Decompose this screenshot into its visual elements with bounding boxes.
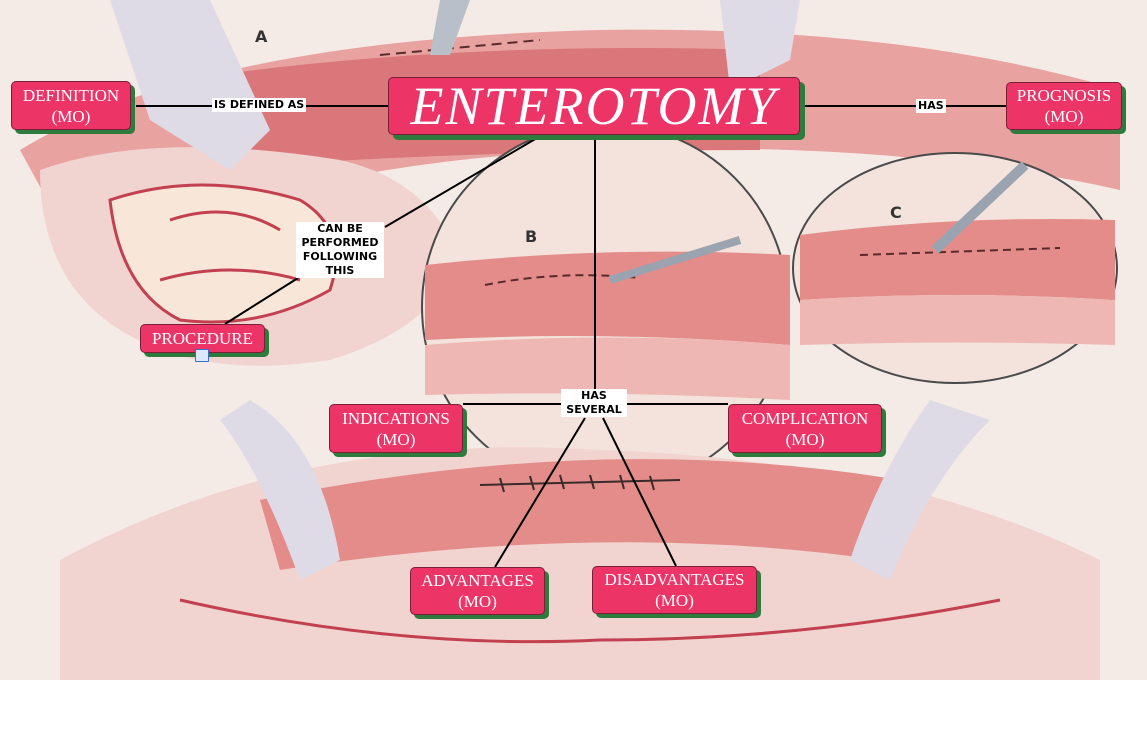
panel-label-b: B	[525, 227, 537, 246]
concept-advantages[interactable]: ADVANTAGES (MO)	[410, 567, 545, 615]
concept-procedure-label: PROCEDURE	[151, 329, 254, 348]
concept-complication-line2: (MO)	[785, 429, 825, 449]
concept-advantages-line1: ADVANTAGES	[421, 571, 534, 590]
concept-indications-line1: INDICATIONS	[342, 408, 450, 428]
line-main-can-be-performed	[384, 137, 538, 228]
concept-definition-line1: DEFINITION	[22, 85, 120, 105]
link-can-be-performed-following-this[interactable]: CAN BE PERFORMED FOLLOWING THIS	[296, 222, 384, 278]
link-has[interactable]: HAS	[916, 99, 946, 113]
concept-advantages-line2: (MO)	[458, 592, 497, 611]
concept-complication-line1: COMPLICATION	[741, 408, 869, 428]
link-can-be-performed-line4: THIS	[325, 264, 355, 277]
link-can-be-performed-line1: CAN BE	[317, 222, 363, 235]
link-has-several[interactable]: HAS SEVERAL	[561, 389, 627, 417]
link-has-several-line2: SEVERAL	[566, 403, 622, 416]
link-has-several-line1: HAS	[581, 389, 607, 402]
concept-indications-line2: (MO)	[376, 429, 416, 449]
concept-disadvantages[interactable]: DISADVANTAGES (MO)	[592, 566, 757, 614]
link-is-defined-as-text: IS DEFINED AS	[214, 98, 305, 111]
main-concept-enterotomy[interactable]: ENTEROTOMY	[388, 77, 800, 135]
concept-map-icon[interactable]	[195, 349, 209, 362]
line-has-several-advantages	[494, 417, 586, 568]
link-can-be-performed-line3: FOLLOWING	[302, 250, 378, 263]
concept-indications[interactable]: INDICATIONS (MO)	[329, 404, 463, 453]
concept-prognosis[interactable]: PROGNOSIS (MO)	[1006, 82, 1122, 130]
concept-prognosis-line1: PROGNOSIS	[1016, 86, 1112, 105]
link-can-be-performed-line2: PERFORMED	[301, 236, 379, 249]
concept-complication[interactable]: COMPLICATION (MO)	[728, 404, 882, 453]
link-is-defined-as[interactable]: IS DEFINED AS	[212, 98, 307, 112]
concept-definition-line2: (MO)	[51, 106, 91, 126]
concept-definition[interactable]: DEFINITION (MO)	[11, 81, 131, 130]
panel-label-a: A	[255, 27, 268, 46]
concept-disadvantages-line2: (MO)	[655, 591, 694, 610]
concept-disadvantages-line1: DISADVANTAGES	[604, 570, 745, 589]
concept-prognosis-line2: (MO)	[1044, 107, 1084, 126]
line-can-be-performed-procedure	[224, 277, 299, 325]
concept-procedure[interactable]: PROCEDURE	[140, 324, 265, 353]
main-concept-label: ENTEROTOMY	[410, 76, 778, 136]
link-has-text: HAS	[918, 99, 944, 112]
line-has-several-disadvantages	[602, 417, 677, 567]
panel-label-c: C	[890, 203, 902, 222]
